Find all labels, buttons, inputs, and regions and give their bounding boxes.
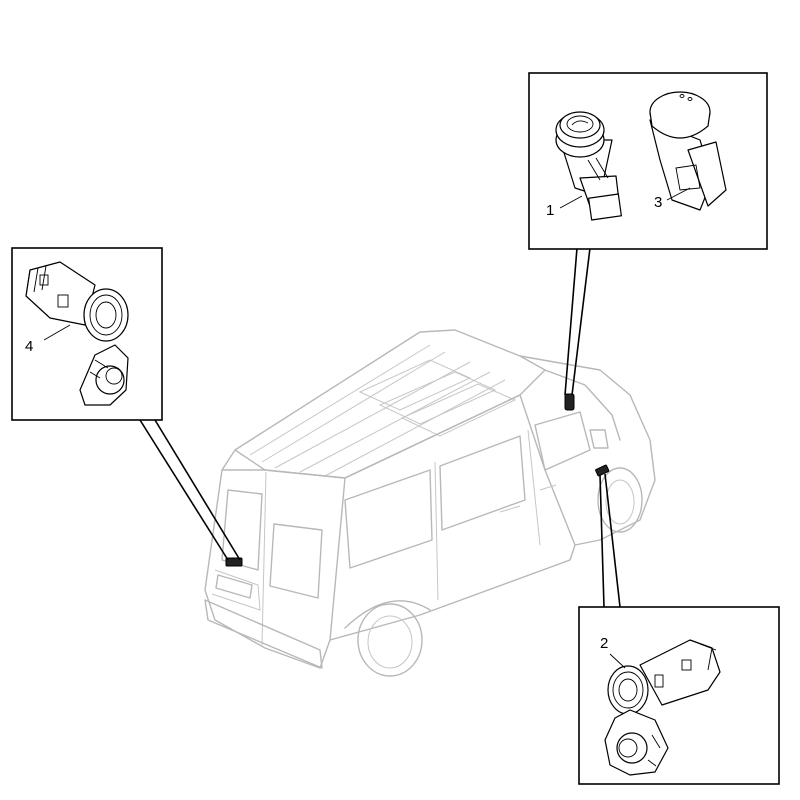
- van-illustration: [204, 329, 656, 677]
- marker-part-2: [595, 464, 610, 477]
- leader-lines: [139, 247, 621, 608]
- callout-3: 3: [654, 194, 662, 211]
- part-4-cap: [79, 344, 129, 406]
- callout-2: 2: [600, 635, 608, 652]
- detail-box-4: 4: [11, 247, 163, 421]
- part-3-switch: [649, 91, 727, 211]
- marker-part-4: [225, 557, 243, 567]
- detail-box-2: 2: [578, 606, 780, 785]
- part-4-socket: [25, 261, 129, 342]
- part-2-cap: [604, 709, 669, 776]
- detail-box-1-3: 1 3: [528, 72, 768, 250]
- marker-part-1-3: [564, 393, 575, 411]
- part-2-socket: [607, 639, 721, 715]
- callout-4: 4: [25, 338, 33, 355]
- part-1-socket: [555, 111, 622, 221]
- callout-1: 1: [546, 202, 554, 219]
